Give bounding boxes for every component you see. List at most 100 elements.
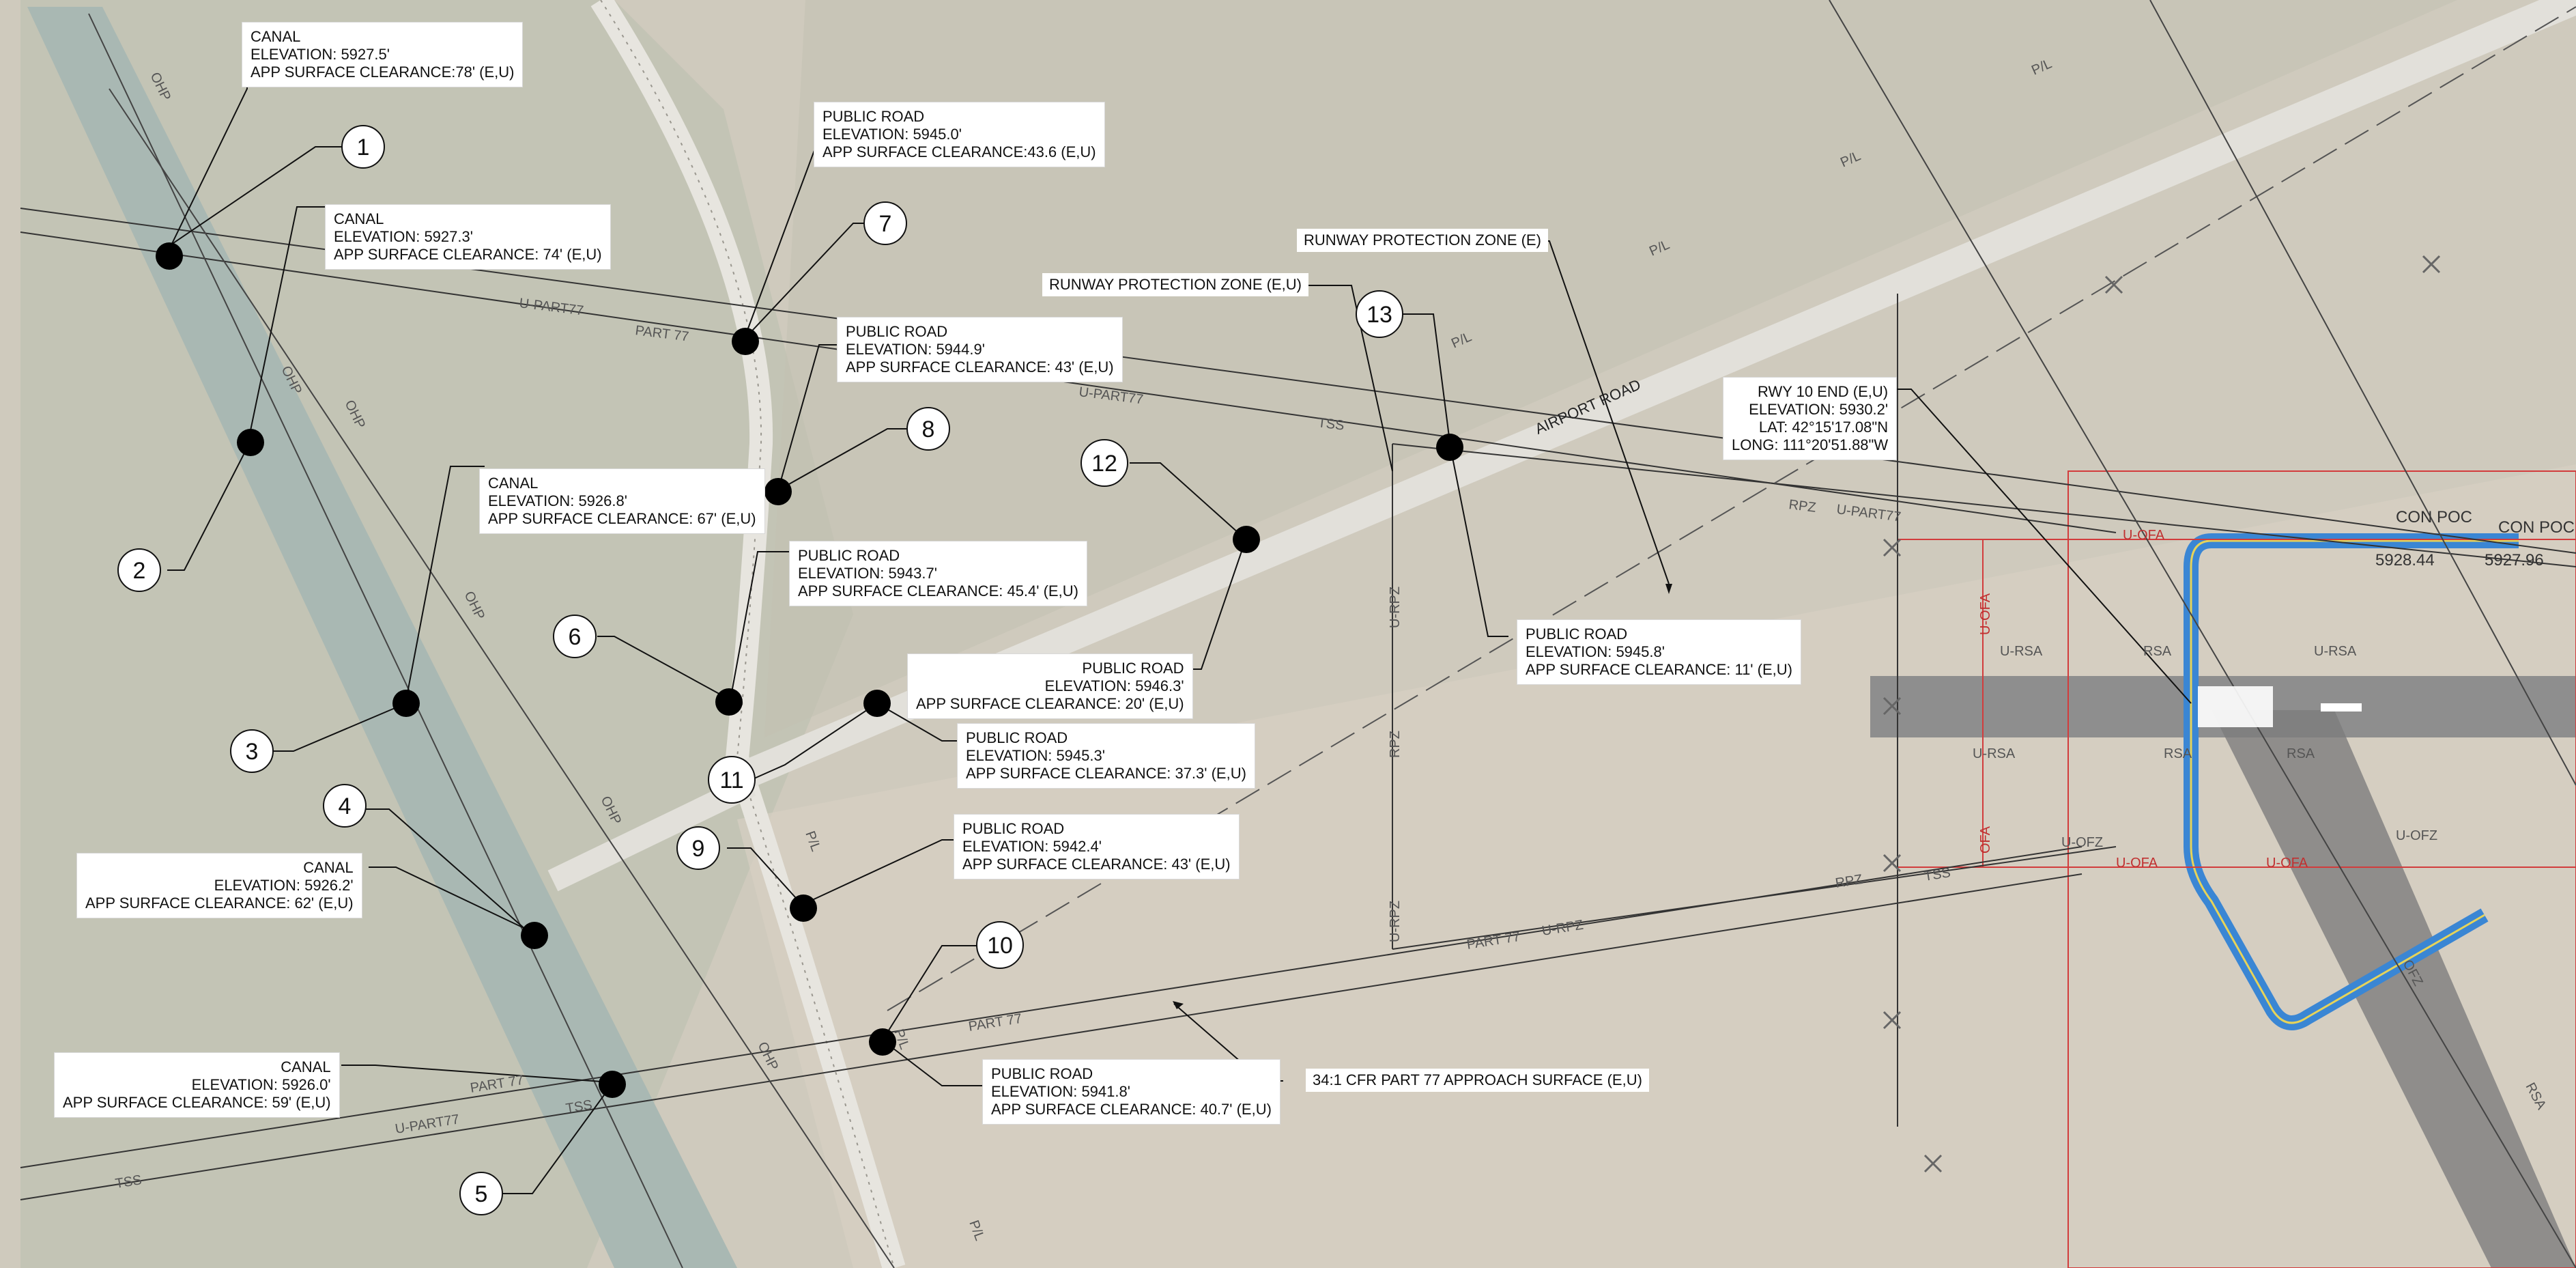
- bubble-5[interactable]: 5: [459, 1172, 503, 1215]
- callout-elevation: ELEVATION: 5926.0': [191, 1076, 331, 1093]
- tag-u-ofa-4: U-OFA: [1978, 593, 1993, 635]
- tag-con-poc-1: CON POC: [2396, 508, 2472, 526]
- marker-9[interactable]: [790, 894, 817, 922]
- callout-type: PUBLIC ROAD: [962, 820, 1065, 837]
- callout-canal-3: CANAL ELEVATION: 5926.8' APP SURFACE CLE…: [480, 469, 764, 533]
- callout-clearance: APP SURFACE CLEARANCE: 74' (E,U): [334, 246, 602, 263]
- bubble-13[interactable]: 13: [1356, 290, 1403, 338]
- tag-u-rsa-2: U-RSA: [2314, 644, 2357, 659]
- callout-elevation: ELEVATION: 5945.3': [966, 747, 1105, 764]
- label-rpz-e: RUNWAY PROTECTION ZONE (E): [1297, 229, 1548, 252]
- leader-8b: [777, 428, 911, 491]
- tag-u-ofz-1: U-OFZ: [2061, 835, 2103, 850]
- runway-end-long: LONG: 111°20'51.88"W: [1732, 436, 1889, 453]
- callout-road-10: PUBLIC ROAD ELEVATION: 5941.8' APP SURFA…: [983, 1060, 1280, 1124]
- callout-road-11: PUBLIC ROAD ELEVATION: 5945.3' APP SURFA…: [958, 724, 1255, 788]
- arrowhead-approach: [1173, 1001, 1184, 1009]
- rpz-line-north: [1392, 443, 2576, 567]
- bubble-number: 6: [569, 624, 582, 650]
- bubble-number: 5: [475, 1181, 488, 1207]
- callout-clearance: APP SURFACE CLEARANCE: 40.7' (E,U): [991, 1101, 1272, 1118]
- tag-u-rsa-1: U-RSA: [2000, 644, 2043, 659]
- arrowhead-rpz-e: [1665, 584, 1672, 594]
- bubble-9[interactable]: 9: [676, 826, 720, 870]
- callout-canal-1: CANAL ELEVATION: 5927.5' APP SURFACE CLE…: [242, 23, 523, 87]
- bubble-number: 9: [692, 836, 705, 862]
- bubble-6[interactable]: 6: [553, 615, 597, 658]
- marker-3[interactable]: [392, 690, 420, 717]
- bubble-number: 10: [987, 933, 1013, 959]
- rsa-boundary: [2067, 470, 2576, 1268]
- callout-type: PUBLIC ROAD: [822, 108, 925, 125]
- callout-elevation: ELEVATION: 5944.9': [846, 341, 985, 358]
- callout-clearance: APP SURFACE CLEARANCE: 11' (E,U): [1526, 661, 1792, 678]
- callout-road-9: PUBLIC ROAD ELEVATION: 5942.4' APP SURFA…: [954, 815, 1239, 879]
- callout-canal-5: CANAL ELEVATION: 5926.0' APP SURFACE CLE…: [55, 1053, 339, 1117]
- rpz-line-south: [1392, 846, 2117, 950]
- leader-2a: [248, 206, 330, 438]
- callout-clearance: APP SURFACE CLEARANCE: 20' (E,U): [916, 695, 1184, 712]
- cross-markers: [1883, 255, 2441, 1173]
- leader-10a: [883, 1041, 986, 1086]
- bubble-number: 13: [1366, 302, 1392, 328]
- callout-type: PUBLIC ROAD: [1082, 660, 1184, 677]
- marker-2[interactable]: [237, 429, 264, 456]
- bubble-7[interactable]: 7: [863, 201, 907, 245]
- bubble-number: 3: [246, 739, 259, 765]
- callout-road-6: PUBLIC ROAD ELEVATION: 5943.7' APP SURFA…: [790, 541, 1087, 606]
- bubble-11[interactable]: 11: [708, 756, 756, 804]
- tag-u-rpz-3: U-RPZ: [1388, 587, 1403, 628]
- callout-road-12: PUBLIC ROAD ELEVATION: 5946.3' APP SURFA…: [908, 654, 1192, 718]
- bubble-8[interactable]: 8: [906, 407, 950, 451]
- leader-5b: [502, 1085, 612, 1194]
- tag-rsa-3: RSA: [2287, 746, 2315, 761]
- leader-5a: [341, 1065, 612, 1083]
- canal: [27, 7, 737, 1268]
- ohp-line-diag-b: [88, 13, 683, 1268]
- leader-9b: [727, 847, 803, 905]
- bubble-1[interactable]: 1: [341, 125, 385, 169]
- tag-u-rpz-2: U-RPZ: [1388, 901, 1403, 942]
- leader-13a: [1450, 447, 1508, 637]
- callout-canal-2: CANAL ELEVATION: 5927.3' APP SURFACE CLE…: [326, 205, 610, 269]
- marker-7[interactable]: [732, 328, 759, 355]
- bubble-2[interactable]: 2: [117, 548, 161, 592]
- tag-tss-2: TSS: [1317, 415, 1345, 434]
- bubble-number: 8: [922, 417, 935, 442]
- bubble-number: 4: [339, 793, 352, 819]
- airport-road: [731, 0, 2576, 792]
- marker-10[interactable]: [869, 1028, 896, 1056]
- marker-6[interactable]: [715, 688, 743, 716]
- tag-u-ofz-2: U-OFZ: [2396, 828, 2437, 843]
- tag-rpz-3: RPZ: [1388, 731, 1403, 758]
- bubble-4[interactable]: 4: [323, 784, 367, 828]
- marker-1[interactable]: [156, 242, 183, 270]
- callout-elevation: ELEVATION: 5926.2': [214, 877, 354, 894]
- marker-11[interactable]: [863, 690, 891, 717]
- callout-type: CANAL: [281, 1058, 331, 1075]
- callout-elevation: ELEVATION: 5927.5': [251, 46, 390, 63]
- bubble-3[interactable]: 3: [230, 729, 274, 773]
- bubble-12[interactable]: 12: [1081, 439, 1128, 487]
- leader-9a: [801, 839, 956, 905]
- bubble-10[interactable]: 10: [976, 921, 1024, 969]
- callout-type: CANAL: [303, 859, 354, 876]
- marker-8[interactable]: [764, 478, 792, 505]
- marker-13[interactable]: [1436, 434, 1463, 461]
- callout-type: CANAL: [251, 28, 301, 45]
- callout-elevation: ELEVATION: 5942.4': [962, 838, 1102, 855]
- leader-2b: [167, 443, 250, 571]
- tag-u-ofa-3: U-OFA: [2123, 528, 2165, 543]
- marker-5[interactable]: [599, 1071, 626, 1098]
- marker-4[interactable]: [521, 922, 548, 949]
- callout-road-8: PUBLIC ROAD ELEVATION: 5944.9' APP SURFA…: [838, 318, 1122, 382]
- tag-u-ofa-1: U-OFA: [2266, 856, 2308, 871]
- cross-1: [2104, 275, 2123, 294]
- callout-canal-4: CANAL ELEVATION: 5926.2' APP SURFACE CLE…: [77, 854, 362, 918]
- callout-elevation: ELEVATION: 5946.3': [1044, 677, 1184, 694]
- callout-type: PUBLIC ROAD: [846, 323, 948, 340]
- marker-12[interactable]: [1233, 526, 1260, 553]
- callout-elevation: ELEVATION: 5945.8': [1526, 643, 1665, 660]
- number-bubbles: 1 2 3 4 5 6 7 8 9 10 11 12 13: [117, 125, 1403, 1215]
